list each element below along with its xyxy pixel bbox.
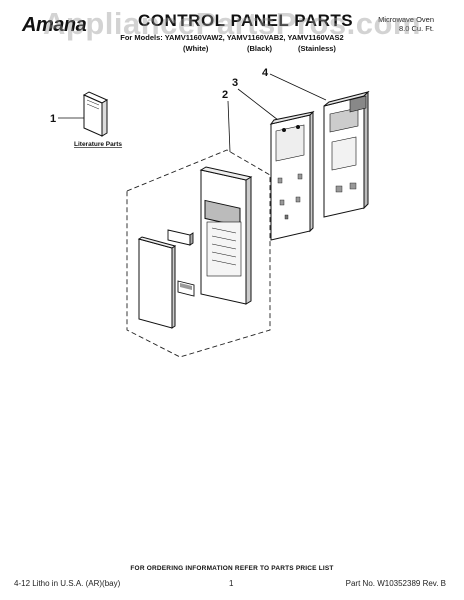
callout-1: 1 [50,113,56,125]
callout-4: 4 [262,67,269,79]
appliance-type: Microwave Oven 8.0 Cu. Ft. [378,15,434,33]
brand-logo: Amana [22,14,87,36]
callout-2: 2 [222,89,228,101]
leader-line-3 [237,88,279,121]
leader-line-2 [227,100,231,153]
variant-stainless: (Stainless) [298,44,336,53]
part-number: Part No. W10352389 Rev. B [345,579,446,588]
membrane-overlay [137,236,177,329]
leader-line-4 [269,73,327,101]
display-window [167,229,194,246]
appliance-line-1: Microwave Oven [378,15,434,24]
control-panel-front [199,166,253,305]
literature-label: Literature Parts [74,141,122,148]
control-label [177,280,195,297]
literature-parts [82,91,109,137]
ordering-note: FOR ORDERING INFORMATION REFER TO PARTS … [130,565,334,572]
model-list: For Models: YAMV1160VAW2, YAMV1160VAB2, … [120,33,344,42]
panel-bracket [323,90,370,218]
page-title: CONTROL PANEL PARTS [138,11,354,30]
page-number: 1 [229,579,234,588]
variant-white: (White) [183,44,209,53]
litho-info: 4-12 Litho in U.S.A. (AR)(bay) [14,579,121,588]
callout-3: 3 [232,77,238,89]
variant-black: (Black) [247,44,273,53]
control-board [269,110,315,241]
appliance-line-2: 8.0 Cu. Ft. [398,24,434,33]
assembly-enclosure [126,149,271,358]
